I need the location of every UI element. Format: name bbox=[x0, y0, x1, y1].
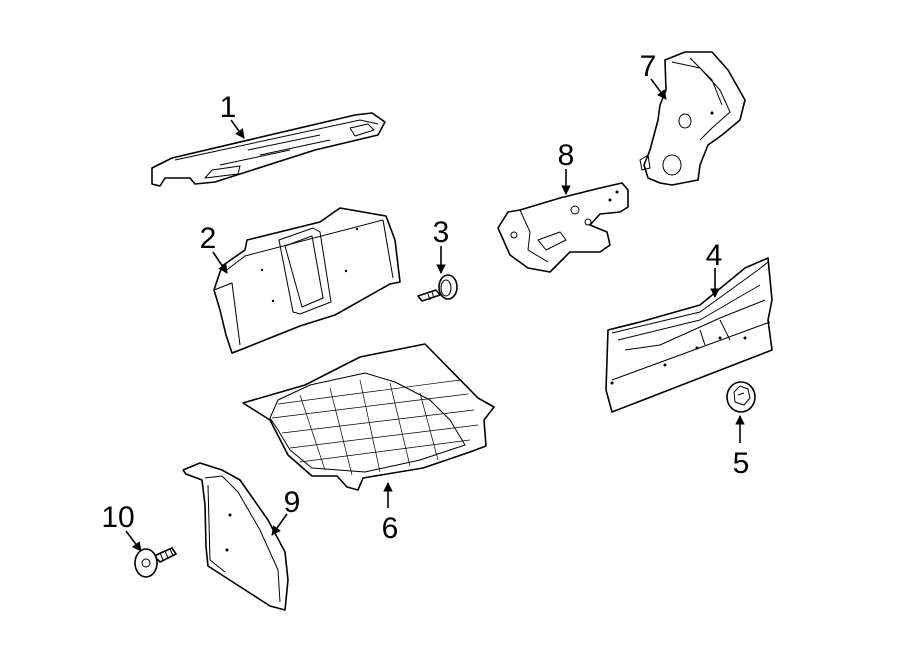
part-1-package-shelf bbox=[151, 112, 386, 187]
leader-9 bbox=[271, 513, 288, 536]
part-5-hex-nut bbox=[726, 381, 756, 413]
callout-10: 10 bbox=[101, 501, 134, 534]
callout-3: 3 bbox=[433, 216, 450, 249]
leader-7 bbox=[650, 78, 667, 100]
callout-6: 6 bbox=[382, 512, 399, 545]
leader-1 bbox=[230, 119, 245, 139]
callout-9: 9 bbox=[284, 486, 301, 519]
part-7-quarter-trim bbox=[639, 51, 746, 186]
callout-2: 2 bbox=[200, 222, 217, 255]
callout-4: 4 bbox=[706, 239, 723, 272]
callout-8: 8 bbox=[558, 139, 575, 172]
callout-5: 5 bbox=[733, 447, 750, 480]
part-6-trunk-mat bbox=[242, 343, 495, 491]
leader-2 bbox=[212, 251, 228, 274]
callout-1: 1 bbox=[220, 91, 237, 124]
part-4-rear-body-panel bbox=[605, 257, 773, 413]
callout-7: 7 bbox=[640, 50, 657, 83]
part-10-screw bbox=[134, 547, 177, 578]
part-2-rear-panel bbox=[213, 207, 401, 354]
part-9-side-trim bbox=[182, 462, 289, 611]
part-8-bracket bbox=[497, 182, 629, 273]
leader-10 bbox=[125, 530, 142, 552]
part-3-push-pin bbox=[417, 274, 458, 302]
